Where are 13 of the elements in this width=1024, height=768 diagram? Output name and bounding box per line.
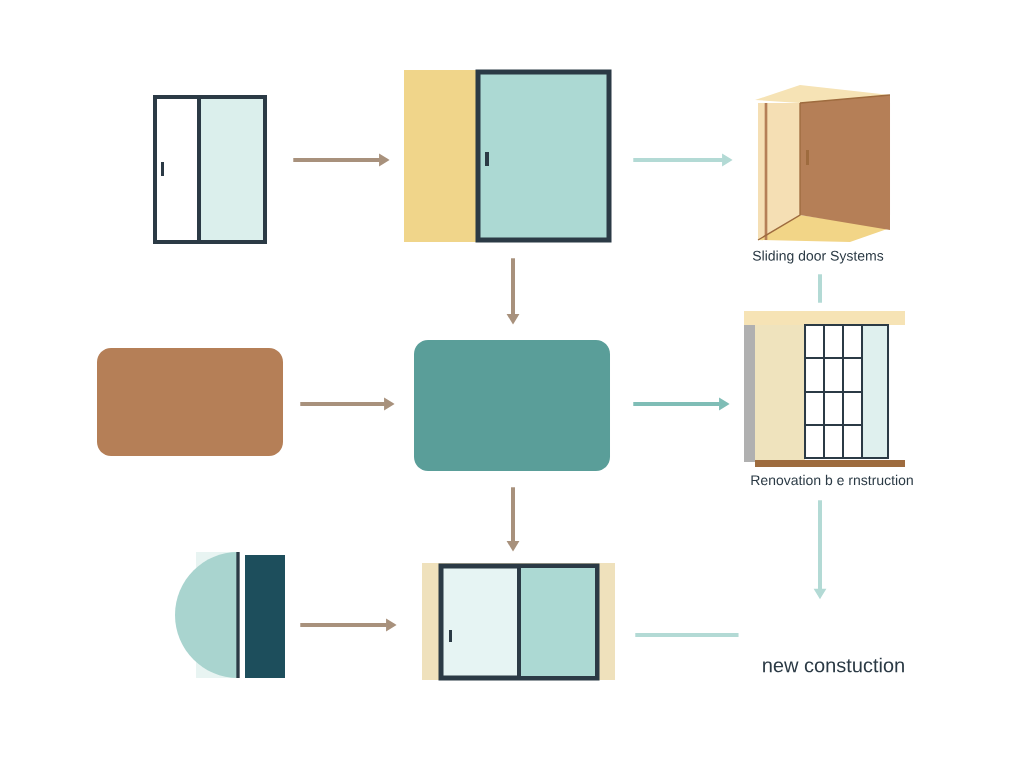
node-label: Renovation b e rnstruction	[751, 474, 913, 486]
door-drawing	[422, 563, 615, 681]
node-text: new constuction	[763, 657, 904, 673]
room-drawing	[755, 85, 891, 242]
door-drawing	[404, 69, 612, 243]
door-drawing	[175, 552, 285, 678]
room-drawing	[744, 311, 905, 467]
rounded-box	[97, 348, 283, 456]
connector-line	[635, 633, 739, 637]
node-label: Sliding door Systems	[752, 250, 884, 264]
rounded-box	[414, 340, 610, 471]
door-drawing	[153, 95, 267, 244]
connector-line	[818, 274, 822, 303]
